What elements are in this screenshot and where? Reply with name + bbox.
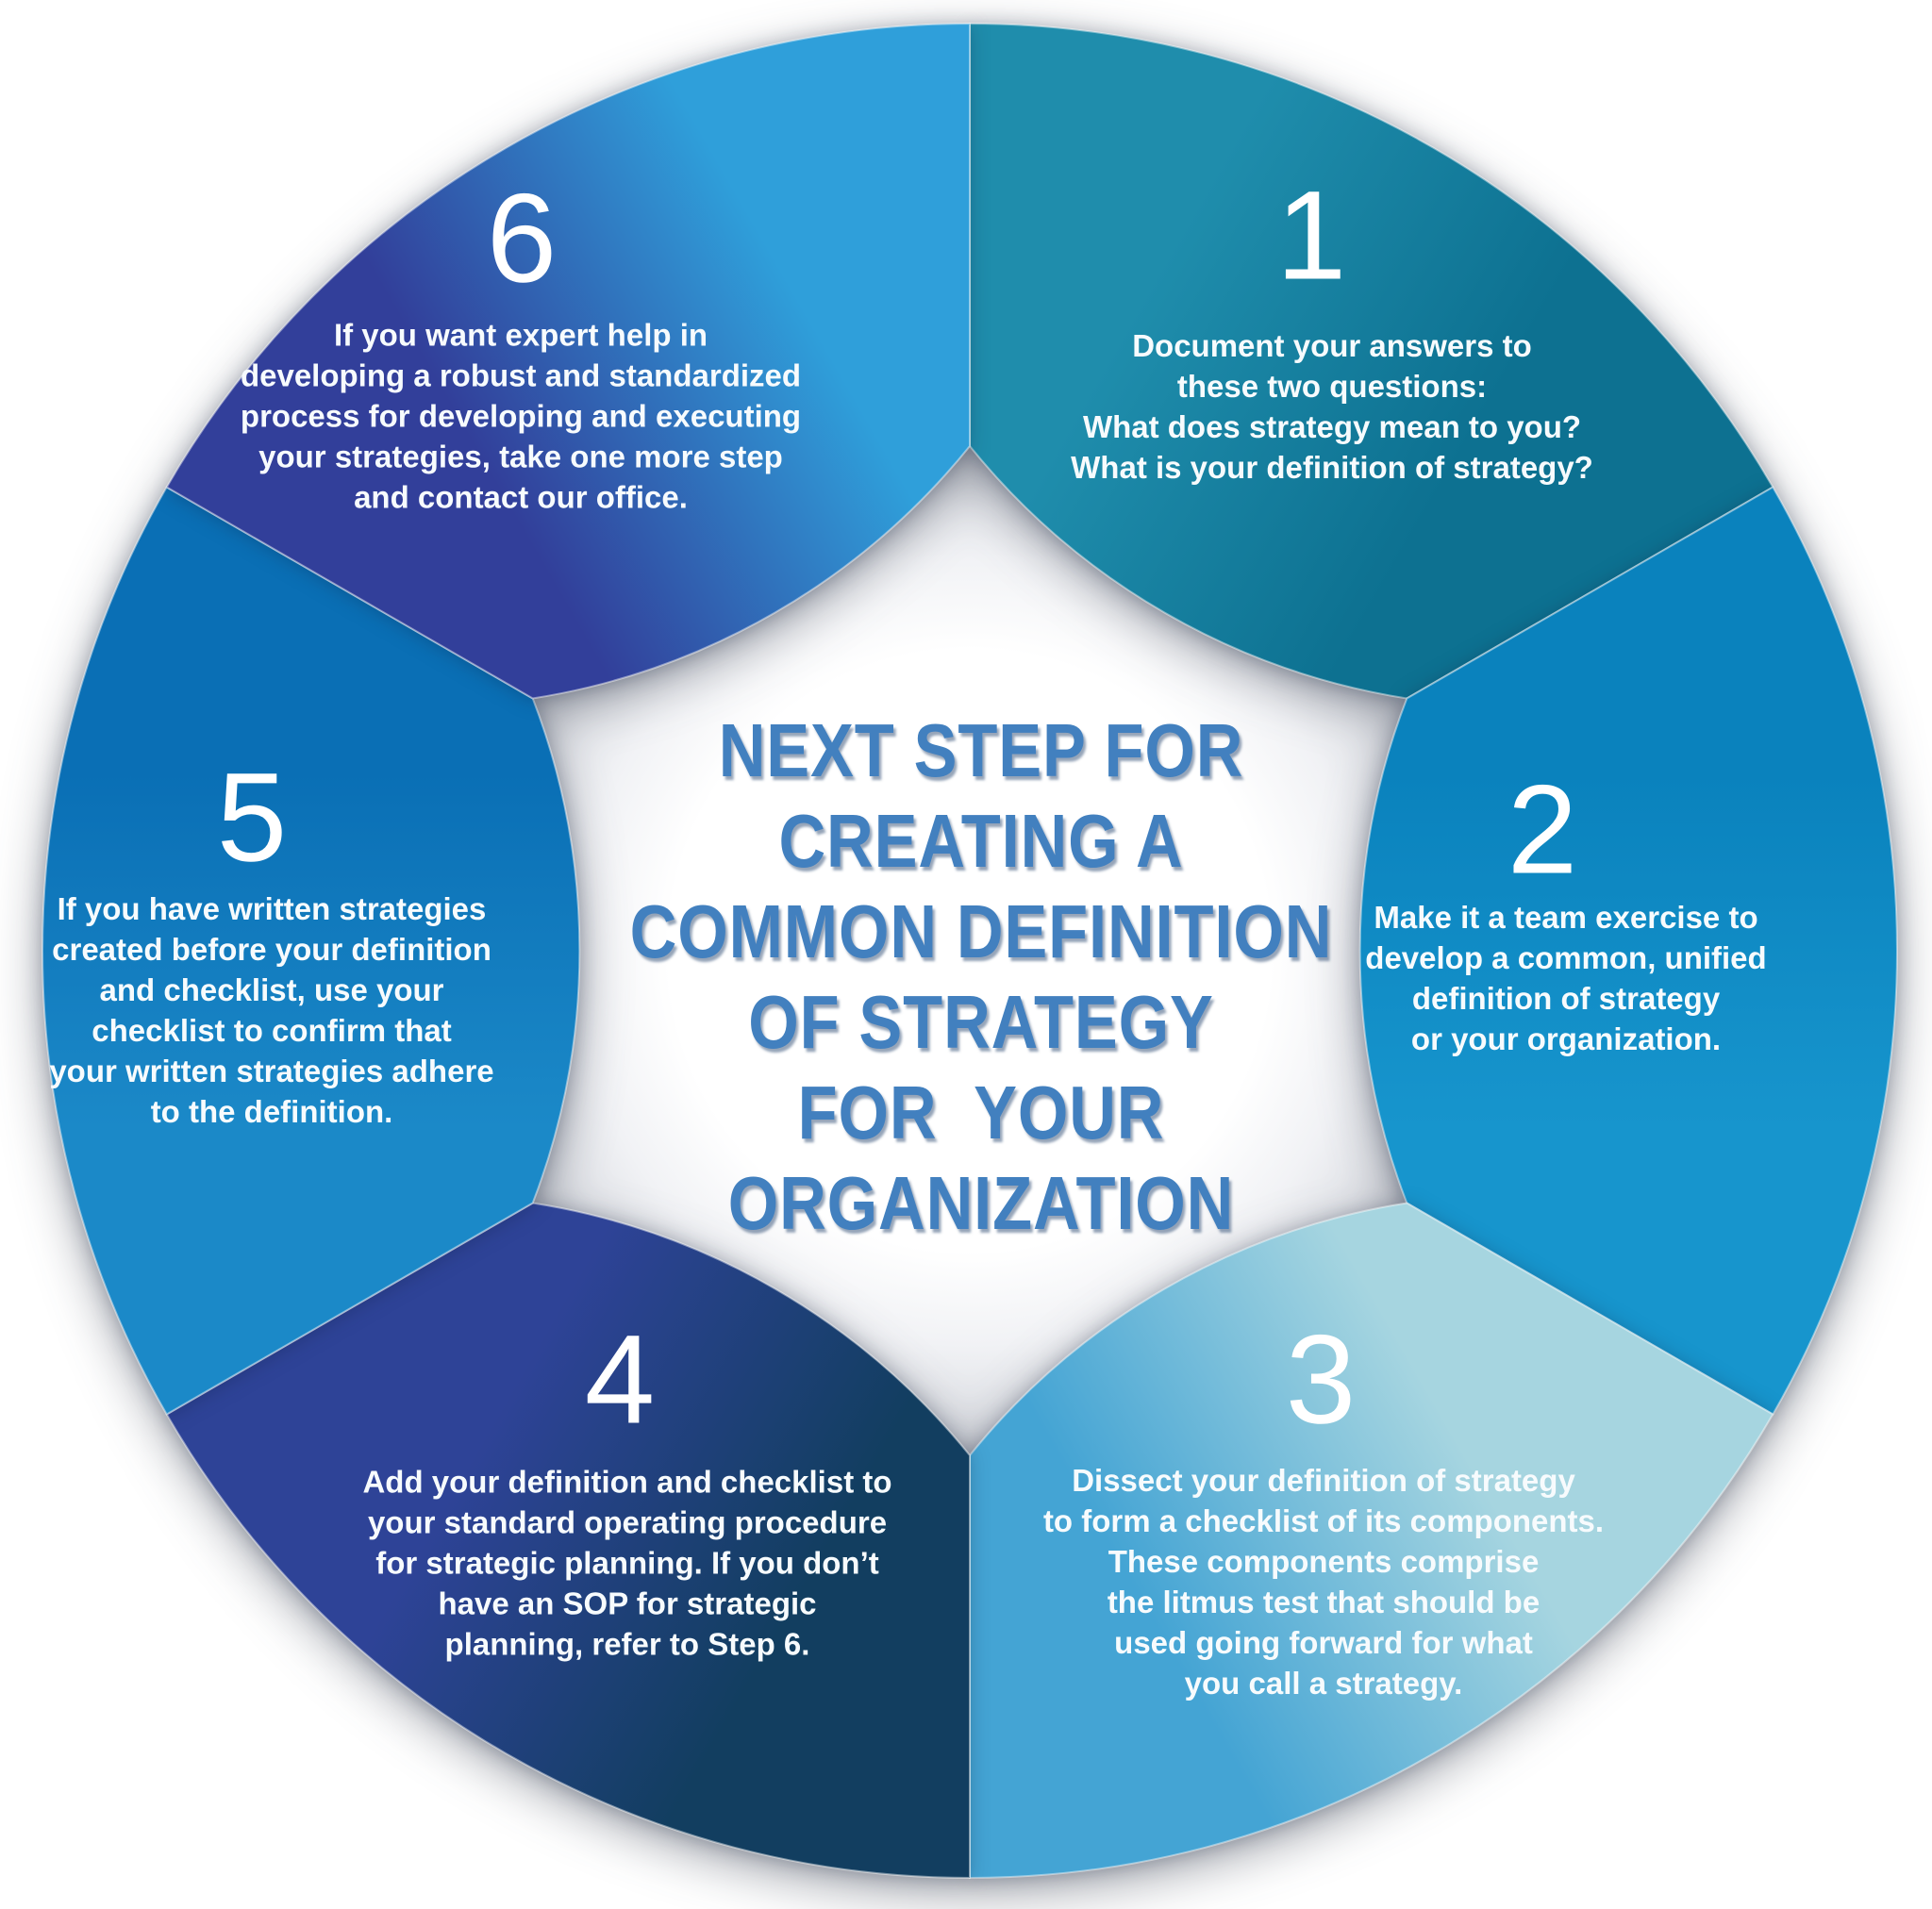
step-3-text: Dissect your definition of strategy to f… bbox=[1042, 1463, 1605, 1701]
step-1-number: 1 bbox=[1275, 165, 1347, 307]
step-2-text: Make it a team exercise to develop a com… bbox=[1365, 900, 1767, 1056]
step-5-text: If you have written strategies created b… bbox=[49, 891, 494, 1129]
step-4-text: Add your definition and checklist to you… bbox=[362, 1464, 892, 1662]
step-1-text: Document your answers to these two quest… bbox=[1071, 328, 1593, 485]
step-3-number: 3 bbox=[1285, 1309, 1357, 1451]
segment-5 bbox=[42, 486, 581, 1416]
segment-4 bbox=[165, 1202, 971, 1880]
center-circle bbox=[451, 432, 1489, 1469]
step-6-text: If you want expert help in developing a … bbox=[240, 317, 802, 515]
center-title: NEXT STEP FOR CREATING A COMMON DEFINITI… bbox=[629, 708, 1333, 1245]
segment-1 bbox=[969, 22, 1774, 700]
segment-2 bbox=[1358, 486, 1898, 1416]
step-6-number: 6 bbox=[486, 168, 558, 309]
segment-3 bbox=[969, 1202, 1774, 1880]
segment-6 bbox=[165, 22, 971, 700]
step-4-number: 4 bbox=[584, 1309, 656, 1451]
step-5-number: 5 bbox=[216, 747, 288, 888]
step-2-number: 2 bbox=[1507, 759, 1578, 901]
